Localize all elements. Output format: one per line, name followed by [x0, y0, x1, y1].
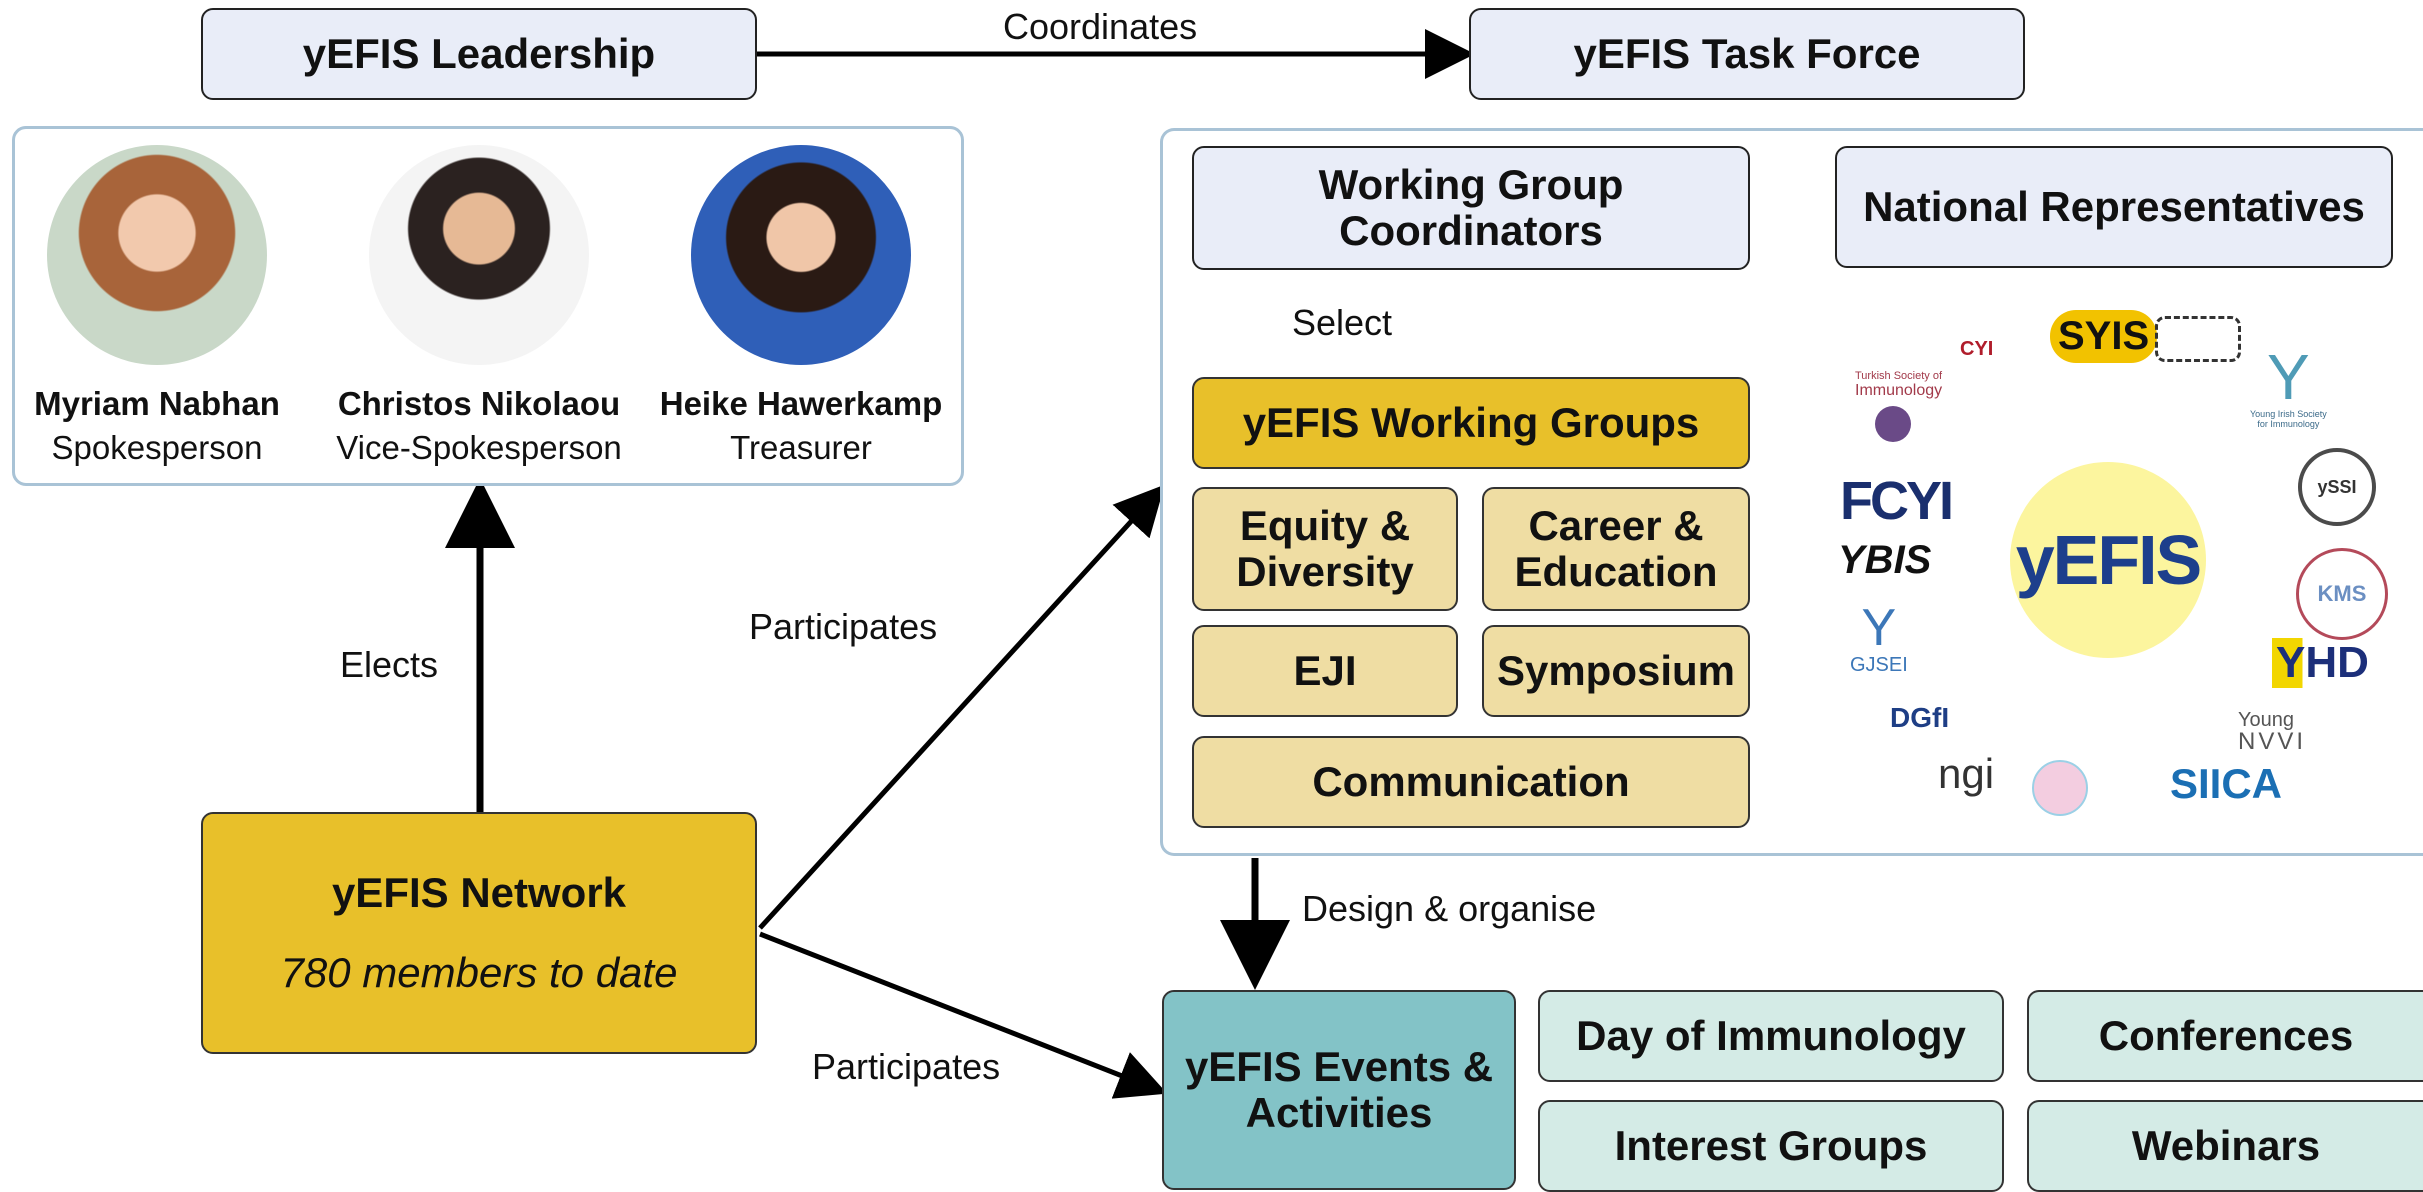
cyi-logo: CYI: [1960, 338, 1994, 360]
ukrainian-club-logo: [2032, 760, 2088, 816]
nvvi-logo: Young NVVI: [2238, 709, 2307, 755]
edge-label-participates-top: Participates: [749, 606, 938, 647]
edge-label-participates-bottom: Participates: [812, 1046, 1001, 1087]
edge-label-coordinates: Coordinates: [1003, 6, 1198, 47]
avatar: [691, 145, 911, 365]
turkish-society-logo: Turkish Society of Immunology: [1855, 370, 1942, 442]
gjsei-logo: Y GJSEI: [1850, 599, 1908, 676]
day-of-immunology-label: Day of Immunology: [1576, 1011, 1966, 1059]
irish-society-logo: Y Young Irish Society for Immunology: [2250, 341, 2327, 429]
interest-groups-box: Interest Groups: [1538, 1100, 2004, 1192]
person-name: Heike Hawerkamp: [659, 385, 943, 422]
person-role: Spokesperson: [51, 429, 263, 466]
task-force-title: yEFIS Task Force: [1573, 29, 1921, 77]
equity-line1: Equity &: [1239, 501, 1411, 549]
task-force-box: yEFIS Task Force: [1469, 8, 2025, 100]
yefis-center-text: yEFIS: [2015, 521, 2203, 599]
eji-label: EJI: [1293, 646, 1357, 694]
wgc-line2: Coordinators: [1339, 207, 1603, 254]
arrow-participates-top: [758, 484, 1165, 930]
events-box: yEFIS Events & Activities: [1162, 990, 1516, 1190]
leadership-title: yEFIS Leadership: [302, 29, 656, 77]
day-of-immunology-box: Day of Immunology: [1538, 990, 2004, 1082]
person-card: Heike Hawerkamp Treasurer: [651, 145, 951, 467]
edge-label-design: Design & organise: [1302, 888, 1597, 929]
conferences-label: Conferences: [2098, 1011, 2354, 1059]
working-group-coordinators-box: Working Group Coordinators: [1192, 146, 1750, 270]
yefis-center-logo: yEFIS: [2010, 462, 2206, 658]
figures-icon: Y: [1861, 599, 1897, 657]
working-groups-box: yEFIS Working Groups: [1192, 377, 1750, 469]
webinars-label: Webinars: [2131, 1121, 2321, 1169]
person-card: Myriam Nabhan Spokesperson: [7, 145, 307, 467]
ngi-logo: ngi: [1938, 750, 1995, 797]
equity-line2: Diversity: [1236, 548, 1414, 595]
communication-box: Communication: [1192, 736, 1750, 828]
equity-diversity-box: Equity & Diversity: [1192, 487, 1458, 611]
leadership-box: yEFIS Leadership: [201, 8, 757, 100]
ybis-logo: YBIS: [1838, 538, 1932, 582]
siica-logo: SIICA: [2170, 760, 2283, 807]
edge-label-select: Select: [1292, 302, 1393, 343]
arrow-participates-bottom: [759, 931, 1168, 1099]
symposium-box: Symposium: [1482, 625, 1750, 717]
edge-label-elects: Elects: [340, 644, 439, 685]
person-name: Myriam Nabhan: [34, 385, 280, 422]
network-box: yEFIS Network 780 members to date: [201, 812, 757, 1054]
career-education-box: Career & Education: [1482, 487, 1750, 611]
interest-groups-label: Interest Groups: [1614, 1121, 1928, 1169]
puzzle-icon: [2155, 316, 2241, 362]
network-title: yEFIS Network: [331, 868, 627, 916]
communication-label: Communication: [1312, 757, 1630, 805]
working-groups-title: yEFIS Working Groups: [1242, 398, 1700, 446]
syis-logo: SYIS: [2050, 310, 2158, 363]
yhd-logo: YHD: [2272, 638, 2373, 688]
virus-icon: [1875, 406, 1911, 442]
person-role: Vice-Spokesperson: [336, 429, 622, 466]
events-line1: yEFIS Events &: [1184, 1042, 1494, 1090]
national-representatives-box: National Representatives: [1835, 146, 2393, 268]
career-line1: Career &: [1528, 501, 1704, 549]
person-name: Christos Nikolaou: [337, 385, 621, 422]
kms-logo: KMS: [2296, 548, 2388, 640]
network-members: 780 members to date: [280, 949, 678, 996]
wgc-line1: Working Group: [1318, 160, 1624, 208]
webinars-box: Webinars: [2027, 1100, 2423, 1192]
yssi-logo: ySSI: [2298, 448, 2376, 526]
person-card: Christos Nikolaou Vice-Spokesperson: [329, 145, 629, 467]
person-role: Treasurer: [730, 429, 872, 466]
conferences-box: Conferences: [2027, 990, 2423, 1082]
avatar: [47, 145, 267, 365]
dgfi-logo: DGfI: [1890, 702, 1950, 733]
events-line2: Activities: [1245, 1089, 1433, 1136]
logo-cluster: yEFIS SYIS CYI Y Young Irish Society for…: [1830, 290, 2390, 830]
national-representatives-title: National Representatives: [1863, 182, 2365, 230]
eji-box: EJI: [1192, 625, 1458, 717]
career-line2: Education: [1514, 548, 1718, 595]
avatar: [369, 145, 589, 365]
fcyi-logo: FCYI: [1840, 471, 1954, 531]
symposium-label: Symposium: [1496, 646, 1736, 694]
y-shape-icon: Y: [2267, 341, 2310, 413]
